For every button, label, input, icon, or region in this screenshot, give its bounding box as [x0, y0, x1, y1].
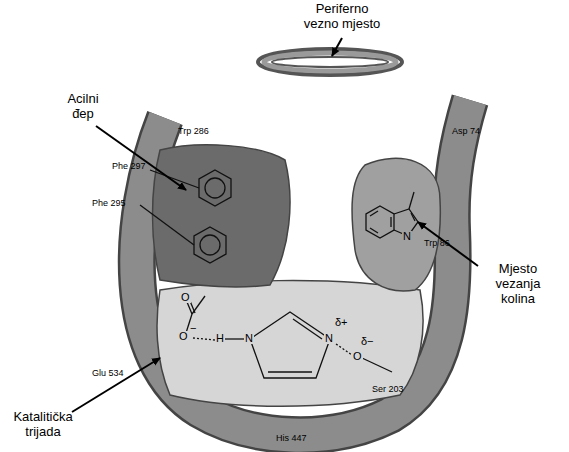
peripheral-ring: [258, 49, 402, 75]
atom-label: O: [178, 331, 189, 342]
residue-label: Glu 534: [92, 368, 124, 378]
callout-label: Acilni đep: [58, 92, 108, 122]
residue-label: Trp 86: [424, 238, 450, 248]
residue-label: Asp 74: [452, 126, 480, 136]
charge-label: δ−: [360, 336, 375, 347]
atom-label: N: [402, 231, 412, 242]
atom-label: N: [324, 333, 334, 344]
callout-arrows: [72, 38, 478, 412]
residue-label: Phe 297: [112, 161, 146, 171]
charge-label: −: [189, 323, 197, 334]
callout-label: Periferno vezno mjesto: [298, 2, 386, 32]
residue-label: Ser 203: [372, 384, 404, 394]
atom-label: O: [180, 292, 191, 303]
acyl-pocket: [153, 145, 291, 287]
residue-label: Phe 295: [92, 198, 126, 208]
residue-label: His 447: [276, 433, 307, 443]
atom-label: O: [352, 351, 363, 362]
catalytic-region: [157, 281, 423, 407]
atom-label: N: [244, 333, 254, 344]
callout-label: Katalitička trijada: [2, 410, 84, 440]
charge-label: δ+: [334, 317, 349, 328]
choline-pocket: [352, 158, 440, 291]
phenyl-rings: [140, 170, 231, 263]
gorge-wall-outline: [137, 100, 470, 435]
residue-label: Trp 286: [178, 126, 209, 136]
atom-label: H: [215, 333, 225, 344]
gorge-wall: [137, 100, 470, 435]
callout-label: Mjesto vezanja kolina: [482, 262, 554, 307]
catalytic-triad-structure: [186, 296, 392, 378]
